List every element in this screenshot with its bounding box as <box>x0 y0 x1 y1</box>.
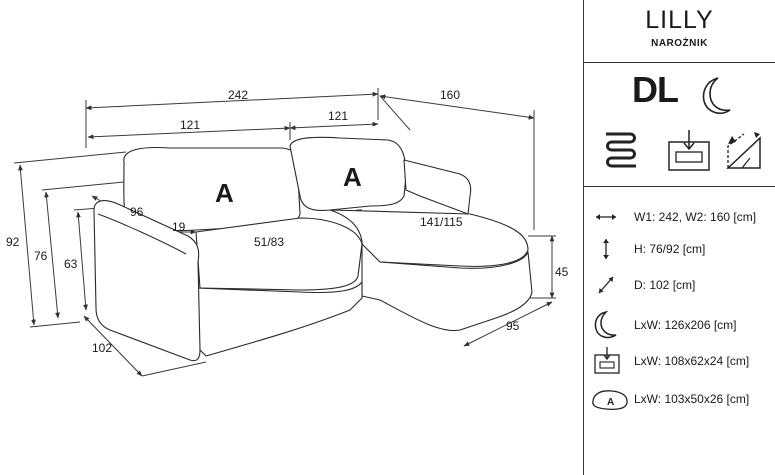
dim-chaise-width: 160 <box>440 88 460 102</box>
spec-row-width: W1: 242, W2: 160 [cm] <box>584 206 775 228</box>
dim-chaise-depth: 95 <box>506 319 520 333</box>
spec-row-sleeping-area: LxW: 126x206 [cm] <box>584 310 775 340</box>
corner-sofa-outline: A A <box>93 136 533 362</box>
spring-icon <box>604 128 638 172</box>
dim-height-back: 76 <box>34 249 48 263</box>
crescent-moon-icon <box>590 310 624 340</box>
spec-row-pillow: A LxW: 103x50x26 [cm] <box>584 386 775 412</box>
dim-chaise-height: 45 <box>555 265 569 279</box>
spec-row-storage: LxW: 108x62x24 [cm] <box>584 346 775 376</box>
orientation-label: DL <box>632 69 679 110</box>
spec-height-text: H: 76/92 [cm] <box>634 242 706 256</box>
dim-seat-right: 121 <box>328 109 348 123</box>
pillow-a-icon: A <box>590 386 630 412</box>
pillow-label-right: A <box>343 162 362 192</box>
dim-height-seat-back: 63 <box>64 257 78 271</box>
dim-arm-depth: 96 <box>130 205 144 219</box>
double-arrow-diagonal-icon <box>590 274 624 296</box>
dim-total-width: 242 <box>228 88 248 102</box>
panel-divider <box>584 62 775 63</box>
double-arrow-horizontal-icon <box>590 206 624 228</box>
pillow-icon-label: A <box>607 397 614 408</box>
spec-sleeping-area-text: LxW: 126x206 [cm] <box>634 318 737 332</box>
spec-row-height: H: 76/92 [cm] <box>584 238 775 260</box>
panel-divider <box>584 186 775 187</box>
pillow-label-left: A <box>215 178 234 208</box>
dimension-labels: 242 121 121 160 92 76 63 96 19 51/83 141… <box>6 88 569 355</box>
crescent-moon-icon <box>696 74 736 118</box>
spec-storage-text: LxW: 108x62x24 [cm] <box>634 354 750 368</box>
dim-total-depth: 102 <box>92 341 112 355</box>
spec-depth-text: D: 102 [cm] <box>634 278 696 292</box>
spec-pillow-text: LxW: 103x50x26 [cm] <box>634 392 750 406</box>
product-name: LILLY <box>645 6 714 34</box>
dim-chaise-length: 141/115 <box>420 215 463 229</box>
dim-arm-width: 19 <box>172 220 186 234</box>
dim-height-total: 92 <box>6 235 20 249</box>
spec-row-depth: D: 102 [cm] <box>584 274 775 296</box>
adjustable-armrest-icon <box>724 128 764 174</box>
dim-seat-depth: 51/83 <box>254 235 284 249</box>
dim-seat-left: 121 <box>180 118 200 132</box>
product-type: NAROŻNIK <box>651 38 708 49</box>
storage-container-icon <box>666 128 712 174</box>
spec-width-text: W1: 242, W2: 160 [cm] <box>634 210 757 224</box>
double-arrow-vertical-icon <box>590 238 624 260</box>
sofa-technical-drawing: A A 242 121 121 160 92 76 63 96 19 51/83… <box>6 88 569 377</box>
storage-container-icon <box>590 346 624 376</box>
specification-panel: LILLY NAROŻNIK DL <box>583 0 775 475</box>
